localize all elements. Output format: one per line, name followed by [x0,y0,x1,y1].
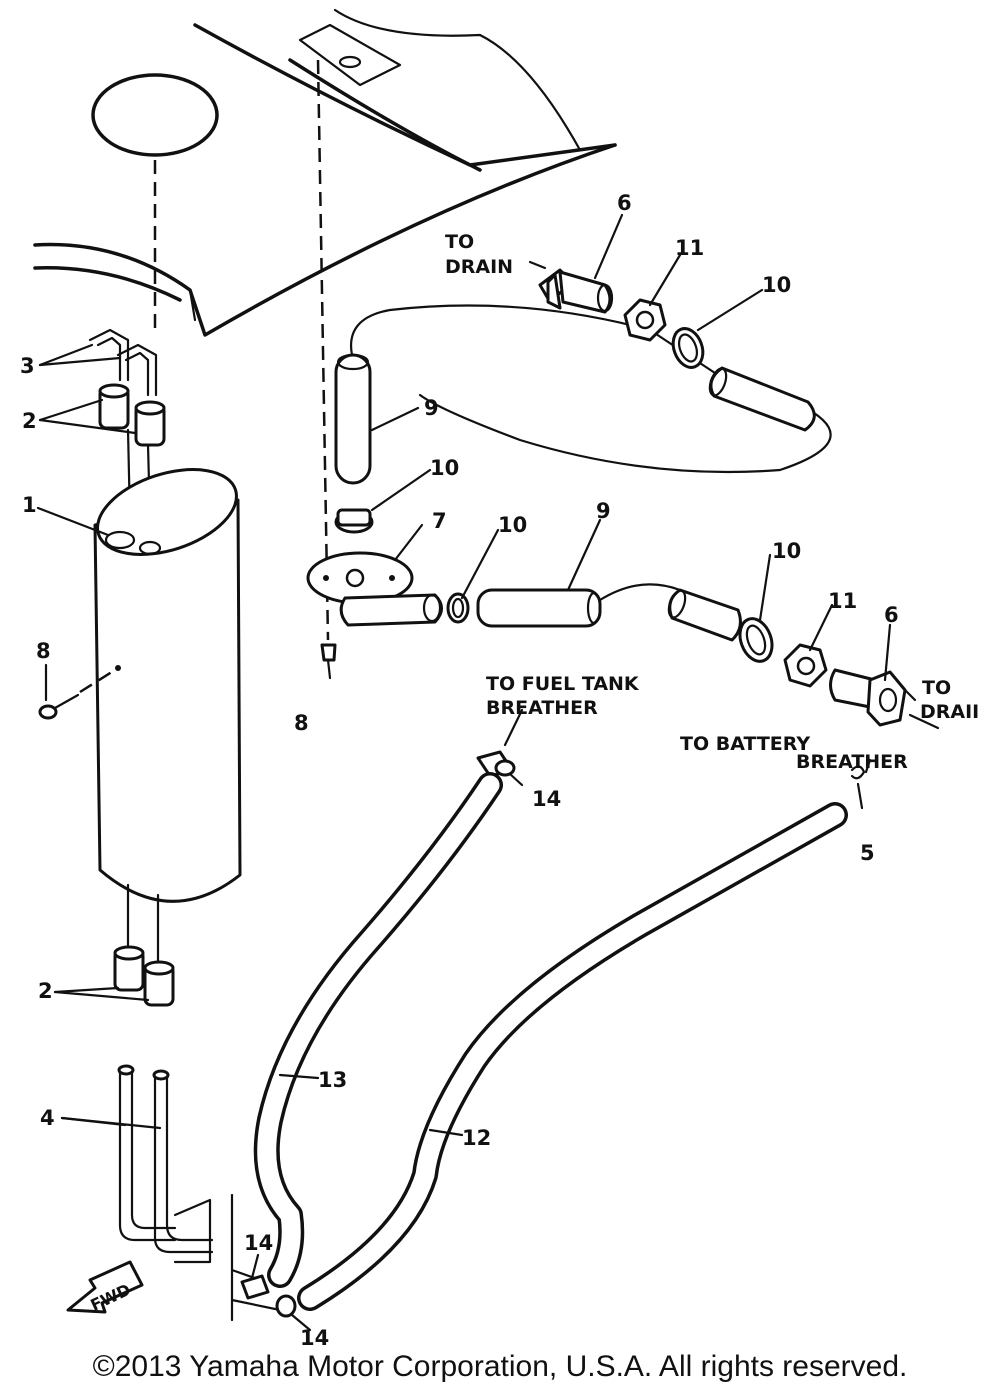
callout-12: 12 [462,1126,491,1150]
part-8-screw-left [38,668,116,720]
alignment-lines [153,59,330,641]
battery-breather-line1: TO BATTERY [680,733,810,755]
callout-10: 10 [772,539,801,563]
part-9-hose-middle [476,588,602,628]
callout-4: 4 [40,1106,55,1130]
callout-3: 3 [20,354,35,378]
fwd-arrow: FWD [66,1260,144,1315]
part-1-cylinder-tank [93,468,242,972]
callout-13: 13 [318,1068,347,1092]
fuel-tank-breather-line1: TO FUEL TANK [486,673,640,695]
copyright-notice: ©2013 Yamaha Motor Corporation, U.S.A. A… [92,1350,908,1383]
to-drain-right-line1: TO [922,677,951,699]
part-11-nut-top [623,298,667,342]
part-10-clamp-top [671,327,705,369]
part-14-clips-lower [240,1274,297,1318]
part-8-screw-center [320,643,337,680]
battery-breather-line2: BREATHER [796,751,908,773]
to-drain-top-line2: DRAIN [445,256,513,278]
callout-2: 2 [38,979,53,1003]
callout-8: 8 [36,639,51,663]
callout-10: 10 [498,513,527,537]
part-11-nut-right [783,643,828,688]
hull-deck [33,8,617,337]
part-12-long-hose [297,802,848,1311]
callout-6: 6 [884,603,899,627]
part-14-clip-top [476,750,516,778]
tank-opening [91,73,219,157]
part-10-clamp-right [738,617,774,663]
part-2-grommets-upper [98,383,166,522]
callout-5: 5 [860,841,875,865]
hose-segment-right [667,588,742,642]
callout-9: 9 [424,396,439,420]
callout-8: 8 [294,711,309,735]
routing-lines [349,304,940,730]
text-labels: TO DRAIN TO DRAII TO FUEL TANK BREATHER … [445,231,979,773]
part-13-long-hose [253,772,503,1288]
callout-6: 6 [617,191,632,215]
callout-7: 7 [432,509,447,533]
part-3-bent-pipes [88,328,158,397]
callout-11: 11 [675,236,704,260]
callout-10: 10 [430,456,459,480]
part-10-clamp-center [334,508,374,534]
callout-numbers: 1 2 2 3 4 5 6 6 7 8 8 9 9 10 10 10 10 11… [20,191,899,1350]
part-9-hose-top [708,366,816,432]
to-drain-top-line1: TO [445,231,474,253]
part-6-fitting-top [538,268,614,314]
part-7-bracket-plate [306,551,443,627]
to-drain-right-line2: DRAII [920,701,979,723]
callout-2: 2 [22,409,37,433]
callout-10: 10 [762,273,791,297]
callout-11: 11 [828,589,857,613]
part-6-fitting-right [829,668,907,727]
callout-9: 9 [596,499,611,523]
fuel-tank-breather-line2: BREATHER [486,697,598,719]
part-4-long-pipes [117,1064,214,1264]
part-5-clip [850,765,866,810]
part-10-clamp-middle [446,592,470,624]
callout-1: 1 [22,493,37,517]
callout-14: 14 [532,787,561,811]
part-2-grommets-lower [113,945,175,1007]
leader-lines [36,213,892,1332]
part-9-vertical-hose [334,353,372,485]
callout-14: 14 [244,1231,273,1255]
callout-14: 14 [300,1326,329,1350]
